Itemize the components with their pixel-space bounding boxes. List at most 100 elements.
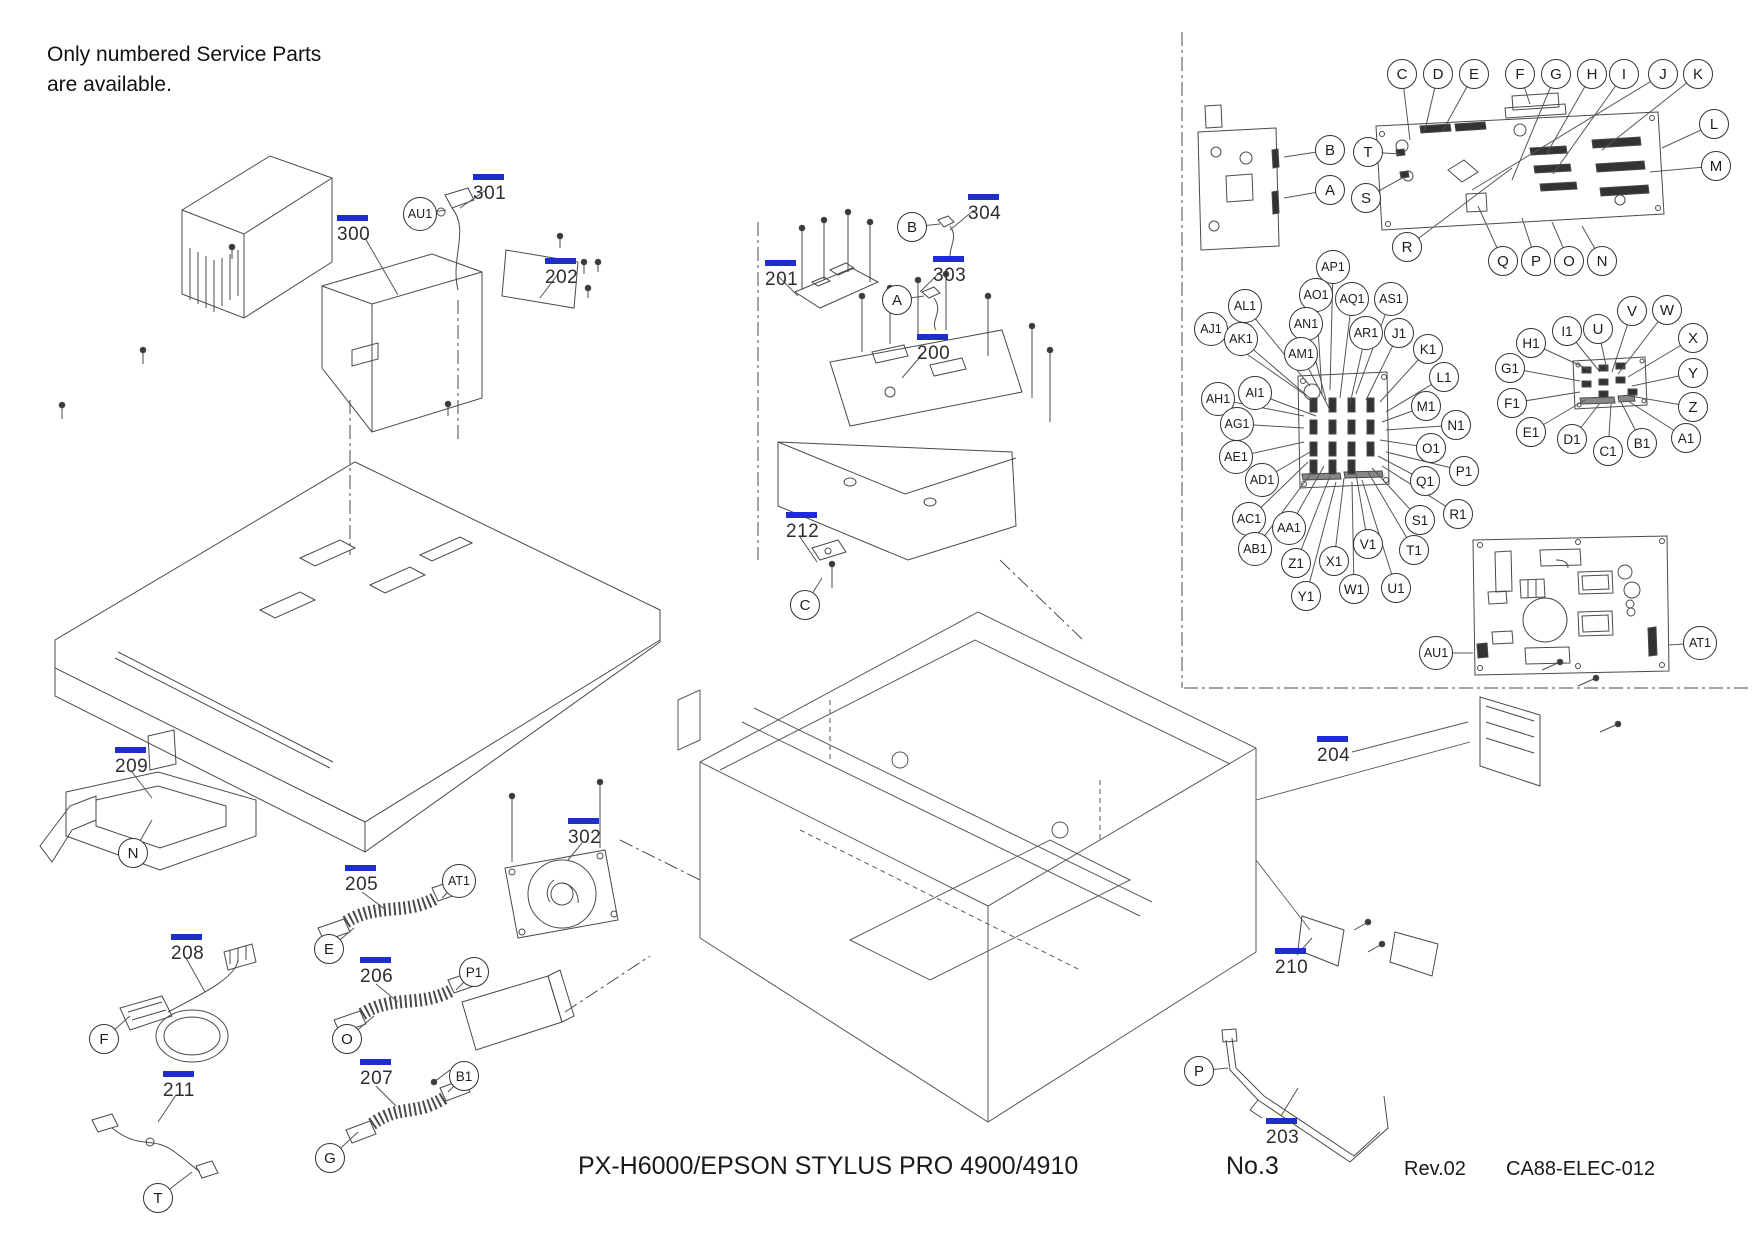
part-number-bar bbox=[545, 258, 576, 264]
footer-doc-code: CA88-ELEC-012 bbox=[1506, 1158, 1655, 1180]
callout-q1: Q1 bbox=[1410, 466, 1440, 496]
part-number-text: 207 bbox=[360, 1068, 394, 1089]
bracket-212-art bbox=[811, 539, 847, 561]
part-number-208: 208 bbox=[171, 934, 204, 965]
footer-sheet-number: No.3 bbox=[1226, 1152, 1279, 1180]
callout-p: P bbox=[1184, 1056, 1214, 1086]
callout-au1: AU1 bbox=[1419, 636, 1453, 670]
part-number-bar bbox=[473, 174, 504, 180]
callout-x: X bbox=[1678, 323, 1708, 353]
part-number-200: 200 bbox=[917, 334, 950, 365]
part-number-303: 303 bbox=[933, 256, 966, 287]
callout-d: D bbox=[1423, 59, 1453, 89]
callout-h: H bbox=[1577, 59, 1607, 89]
part-number-text: 205 bbox=[345, 874, 379, 895]
callout-ao1: AO1 bbox=[1299, 278, 1333, 312]
availability-note-line2: are available. bbox=[47, 73, 172, 96]
cable-208-art bbox=[119, 943, 257, 1063]
callout-t1: T1 bbox=[1399, 535, 1429, 565]
part-number-text: 212 bbox=[786, 521, 820, 542]
callout-c: C bbox=[790, 590, 820, 620]
left-panel-art bbox=[54, 461, 661, 853]
callout-j1: J1 bbox=[1384, 318, 1414, 348]
callout-ab1: AB1 bbox=[1238, 532, 1272, 566]
part-number-text: 202 bbox=[545, 267, 579, 288]
part-number-304: 304 bbox=[968, 194, 1001, 225]
callout-ac1: AC1 bbox=[1232, 502, 1266, 536]
callout-o: O bbox=[1554, 246, 1584, 276]
callout-y1: Y1 bbox=[1291, 581, 1321, 611]
callout-e: E bbox=[1459, 59, 1489, 89]
callout-aj1: AJ1 bbox=[1194, 312, 1228, 346]
callout-o1: O1 bbox=[1416, 433, 1446, 463]
part-number-bar bbox=[360, 1059, 391, 1065]
callout-w1: W1 bbox=[1339, 574, 1369, 604]
callout-at1: AT1 bbox=[1683, 626, 1717, 660]
psu-cover-art bbox=[181, 155, 333, 319]
part-number-bar bbox=[337, 215, 368, 221]
callout-ae1: AE1 bbox=[1219, 440, 1253, 474]
callout-au1: AU1 bbox=[403, 197, 437, 231]
callout-ag1: AG1 bbox=[1220, 407, 1254, 441]
part-number-text: 302 bbox=[568, 827, 602, 848]
callout-b1: B1 bbox=[449, 1061, 479, 1091]
callout-am1: AM1 bbox=[1284, 337, 1318, 371]
part-number-bar bbox=[568, 818, 599, 824]
part-number-text: 210 bbox=[1275, 957, 1309, 978]
footer-model-title: PX-H6000/EPSON STYLUS PRO 4900/4910 bbox=[578, 1152, 1079, 1180]
callout-f: F bbox=[1505, 59, 1535, 89]
callout-o: O bbox=[332, 1024, 362, 1054]
shield-box-art bbox=[321, 253, 483, 433]
part-number-text: 203 bbox=[1266, 1127, 1300, 1148]
part-number-bar bbox=[360, 957, 391, 963]
callout-m1: M1 bbox=[1411, 391, 1441, 421]
bottomright-board-art bbox=[1472, 535, 1670, 676]
part-number-text: 304 bbox=[968, 203, 1002, 224]
callout-ak1: AK1 bbox=[1224, 322, 1258, 356]
callout-ad1: AD1 bbox=[1245, 463, 1279, 497]
part-number-302: 302 bbox=[568, 818, 601, 849]
part-number-bar bbox=[1266, 1118, 1297, 1124]
part-number-210: 210 bbox=[1275, 948, 1308, 979]
callout-d1: D1 bbox=[1557, 424, 1587, 454]
callout-r1: R1 bbox=[1443, 499, 1473, 529]
callout-an1: AN1 bbox=[1289, 307, 1323, 341]
part-number-300: 300 bbox=[337, 215, 370, 246]
callout-ap1: AP1 bbox=[1316, 250, 1350, 284]
part-number-bar bbox=[115, 747, 146, 753]
callout-b1: B1 bbox=[1627, 428, 1657, 458]
callout-i: I bbox=[1609, 59, 1639, 89]
callout-g: G bbox=[1541, 59, 1571, 89]
callout-k: K bbox=[1683, 59, 1713, 89]
callout-at1: AT1 bbox=[442, 864, 476, 898]
part-number-201: 201 bbox=[765, 260, 798, 291]
part-number-text: 211 bbox=[163, 1080, 195, 1101]
availability-note-line1: Only numbered Service Parts bbox=[47, 43, 322, 66]
part-number-text: 209 bbox=[115, 756, 149, 777]
callout-q: Q bbox=[1488, 246, 1518, 276]
callout-m: M bbox=[1701, 151, 1731, 181]
callout-t: T bbox=[143, 1183, 173, 1213]
callout-t: T bbox=[1353, 137, 1383, 167]
part-number-209: 209 bbox=[115, 747, 148, 778]
part-number-bar bbox=[1275, 948, 1306, 954]
part-number-212: 212 bbox=[786, 512, 819, 543]
callout-i1: I1 bbox=[1552, 316, 1582, 346]
part-number-207: 207 bbox=[360, 1059, 393, 1090]
callout-a1: A1 bbox=[1671, 423, 1701, 453]
callout-l: L bbox=[1699, 109, 1729, 139]
bracket-210-art bbox=[1297, 915, 1439, 977]
callout-k1: K1 bbox=[1413, 334, 1443, 364]
part-number-bar bbox=[765, 260, 796, 266]
callout-e: E bbox=[314, 934, 344, 964]
part-number-204: 204 bbox=[1317, 736, 1350, 767]
callout-z: Z bbox=[1678, 392, 1708, 422]
callout-h1: H1 bbox=[1516, 328, 1546, 358]
printer-chassis-art bbox=[677, 611, 1257, 1123]
part-number-211: 211 bbox=[163, 1071, 195, 1102]
callout-c1: C1 bbox=[1593, 436, 1623, 466]
callout-f1: F1 bbox=[1497, 388, 1527, 418]
callout-ai1: AI1 bbox=[1238, 376, 1272, 410]
